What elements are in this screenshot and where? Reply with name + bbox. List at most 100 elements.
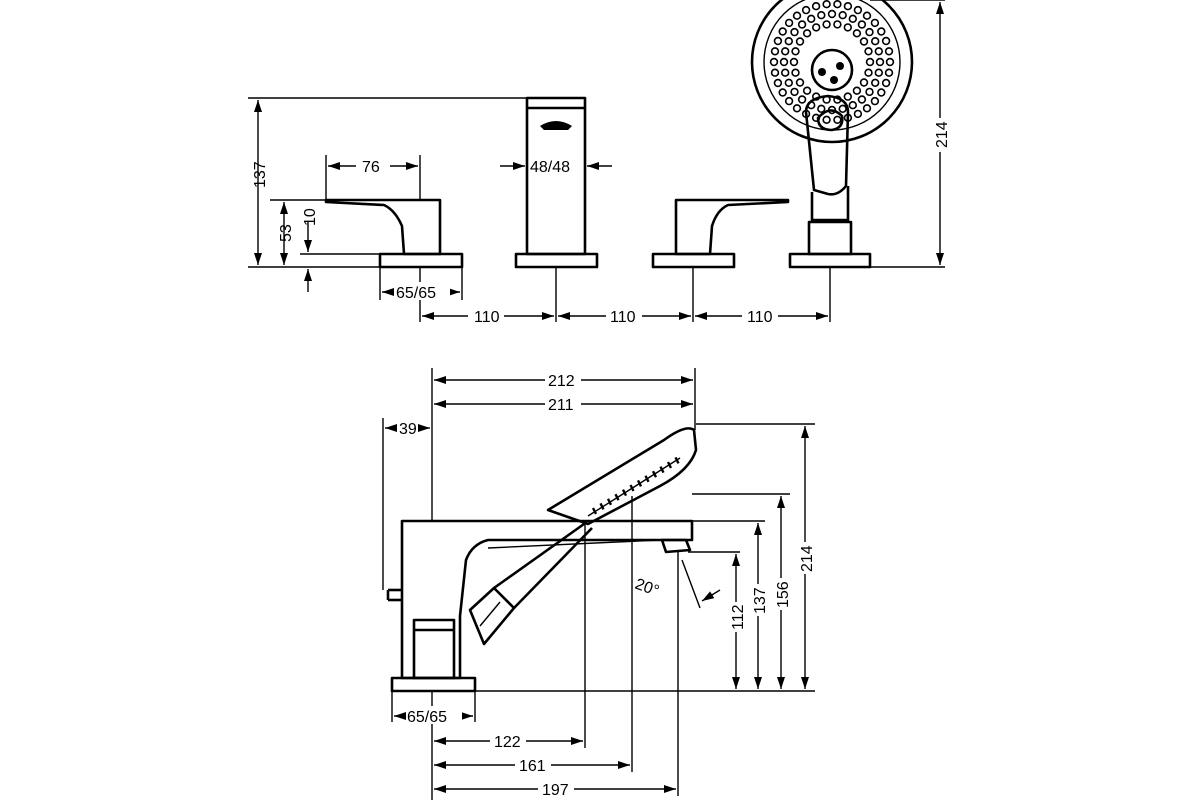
dim-shower-height-214: 214: [934, 121, 951, 148]
nozzle-dot: [806, 14, 816, 23]
dim-angle-20: 20°: [633, 576, 662, 600]
nozzle-dot: [784, 96, 794, 106]
nozzle-dot: [778, 88, 787, 97]
right-mixer-handle: [651, 198, 790, 269]
dim-reach-197: 197: [542, 782, 569, 799]
dim-height-214-side: 214: [799, 545, 816, 572]
side-nozzle-tick: [659, 466, 665, 474]
nozzle-dot: [822, 0, 831, 9]
nozzle-dot: [792, 11, 802, 20]
nozzle-dot: [801, 5, 811, 15]
nozzle-dot: [790, 87, 799, 97]
dim-height-156: 156: [775, 581, 792, 608]
dim-offset-39: 39: [399, 421, 417, 438]
nozzle-dot: [791, 68, 800, 77]
nozzle-dot: [857, 20, 867, 29]
nozzle-dot: [862, 11, 872, 20]
side-nozzle-tick: [651, 470, 658, 478]
nozzle-dot: [877, 88, 886, 97]
nozzle-dot: [852, 29, 862, 38]
dim-length-212: 212: [548, 373, 575, 390]
dim-height-137-side: 137: [752, 587, 769, 614]
side-nozzles: [591, 456, 680, 515]
nozzle-dot: [874, 68, 883, 77]
nozzle-dot: [884, 47, 894, 56]
hand-shower: [750, 0, 914, 269]
nozzle-dot: [885, 57, 895, 67]
nozzle-dot: [848, 100, 857, 110]
nozzle-dot: [802, 86, 812, 95]
dim-spout-width: 48/48: [530, 159, 570, 176]
nozzle-dot: [865, 57, 875, 67]
nozzle-dot: [838, 10, 847, 20]
nozzle-dot: [865, 87, 874, 97]
nozzle-dot: [780, 68, 790, 77]
dim-spacing-2: 110: [610, 309, 636, 326]
nozzle-dot: [870, 78, 880, 88]
nozzle-dot: [811, 1, 821, 11]
nozzle-dot: [864, 47, 873, 56]
side-nozzle-tick: [621, 489, 628, 497]
nozzle-dot: [789, 57, 799, 67]
nozzle-dot: [877, 27, 886, 36]
dim-spacing-1: 110: [474, 309, 500, 326]
nozzle-dot: [870, 96, 880, 106]
side-hand-shower: [468, 427, 698, 646]
nozzle-dot: [770, 47, 780, 56]
nozzle-dot: [859, 37, 869, 46]
nozzle-dot: [843, 1, 853, 11]
nozzle-dot: [864, 68, 873, 77]
nozzle-dot: [795, 78, 805, 87]
side-nozzle-tick: [674, 456, 680, 464]
nozzle-dot: [802, 29, 812, 38]
dim-rise-10: 10: [302, 208, 319, 226]
nozzle-dot: [792, 104, 802, 113]
dim-height-137: 137: [252, 161, 269, 188]
nozzle-dot: [780, 47, 790, 56]
dim-reach-122: 122: [494, 734, 521, 751]
nozzle-dot: [791, 47, 800, 56]
nozzle-dot: [843, 92, 852, 101]
nozzle-dot: [865, 27, 874, 37]
nozzle-dot: [838, 104, 847, 114]
side-nozzle-tick: [606, 498, 613, 506]
side-nozzle-tick: [629, 484, 635, 492]
nozzle-dot: [881, 78, 891, 88]
nozzle-dot: [870, 18, 880, 28]
nozzle-dot: [822, 115, 831, 125]
nozzle-dot: [773, 36, 783, 46]
nozzle-dot: [784, 36, 793, 46]
nozzle-dot: [833, 115, 842, 125]
nozzle-dot: [852, 86, 862, 95]
nozzle-dot: [778, 27, 787, 36]
nozzle-dot: [795, 37, 805, 46]
nozzle-dot: [822, 20, 831, 29]
dim-height-53: 53: [278, 224, 295, 242]
dim-base-top: 65/65: [396, 285, 436, 302]
nozzle-dot: [817, 104, 826, 114]
side-nozzle-tick: [614, 493, 620, 501]
left-mixer-handle: [324, 198, 464, 269]
side-view: 212 212 211 39 20° 112 137 156 214 65/65…: [382, 368, 816, 800]
nozzle-dot: [875, 57, 885, 67]
side-nozzle-tick: [644, 475, 650, 483]
nozzle-dot: [827, 9, 837, 19]
nozzle-dot: [773, 78, 783, 88]
nozzle-dot: [790, 27, 799, 37]
top-view: 137 53 10 76 48/48 65/65 110 110 110 214: [248, 0, 951, 326]
nozzle-dot: [874, 47, 883, 56]
nozzle-dot: [797, 95, 807, 104]
dim-base-side: 65/65: [407, 709, 447, 726]
nozzle-dot: [769, 57, 779, 67]
nozzle-dot: [853, 5, 863, 15]
nozzle-dot: [848, 14, 857, 23]
side-nozzle-tick: [599, 502, 605, 510]
nozzle-dot: [881, 36, 891, 46]
side-nozzle-tick: [636, 479, 643, 487]
nozzle-dot: [870, 36, 880, 46]
dim-reach-161: 161: [519, 758, 546, 775]
side-nozzle-tick: [666, 461, 673, 469]
nozzle-dot: [857, 95, 867, 104]
nozzle-dot: [833, 0, 842, 9]
